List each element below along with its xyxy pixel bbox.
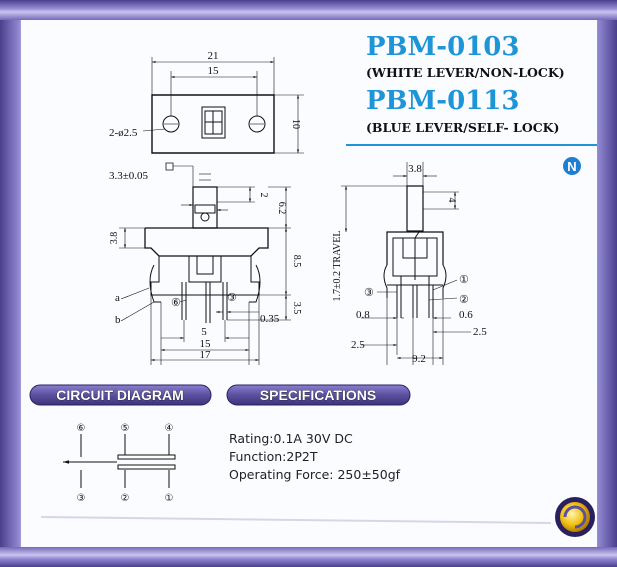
spec-rating: Rating:0.1A 30V DC bbox=[229, 431, 353, 446]
label-b: b bbox=[115, 314, 121, 326]
datasheet-panel: PBM-0103 (WHITE LEVER/NON-LOCK) PBM-0113… bbox=[21, 20, 597, 547]
spec-operating-force: Operating Force: 250±50gf bbox=[229, 467, 401, 482]
circuit-diagram-heading: CIRCUIT DIAGRAM bbox=[30, 385, 211, 405]
dim-front-0-35: 0.35 bbox=[260, 313, 280, 325]
circuit-pin-5: ⑤ bbox=[121, 423, 130, 434]
label-a: a bbox=[115, 292, 120, 304]
circuit-pin-3: ③ bbox=[77, 493, 86, 504]
dim-side-0-6: 0.6 bbox=[459, 309, 473, 321]
dim-side-0-8: 0.8 bbox=[356, 309, 370, 321]
company-logo-icon bbox=[555, 497, 595, 537]
svg-text:CIRCUIT DIAGRAM: CIRCUIT DIAGRAM bbox=[56, 387, 184, 403]
side-pin-1-label: ① bbox=[459, 274, 469, 286]
side-view-drawing bbox=[341, 162, 471, 365]
dim-travel: 1.7±0.2 TRAVEL bbox=[332, 231, 343, 302]
svg-text:SPECIFICATIONS: SPECIFICATIONS bbox=[260, 387, 376, 403]
circuit-pin-1: ① bbox=[165, 493, 174, 504]
dim-side-2-5-left: 2.5 bbox=[351, 339, 365, 351]
specifications-heading: SPECIFICATIONS bbox=[227, 385, 410, 405]
circuit-pin-4: ④ bbox=[165, 423, 174, 434]
dim-top-tab: 3.3±0.05 bbox=[109, 170, 149, 182]
pin-6-label: ⑥ bbox=[171, 297, 181, 309]
dim-top-10: 10 bbox=[290, 119, 301, 129]
pin-3-label: ③ bbox=[227, 292, 237, 304]
dim-front-6-2: 6.2 bbox=[276, 202, 287, 215]
model-note-pbm-0113: (BLUE LEVER/SELF- LOCK) bbox=[366, 120, 559, 135]
dim-front-15: 15 bbox=[200, 338, 212, 350]
dim-front-5: 5 bbox=[201, 326, 207, 338]
front-view-drawing bbox=[119, 163, 291, 365]
dim-front-3-5: 3.5 bbox=[291, 302, 302, 315]
model-title-pbm-0103: PBM-0103 bbox=[366, 32, 519, 62]
model-title-pbm-0113: PBM-0113 bbox=[366, 86, 519, 116]
dim-side-4: 4 bbox=[446, 198, 457, 203]
svg-text:N: N bbox=[567, 159, 576, 174]
datasheet-drawing: PBM-0103 (WHITE LEVER/NON-LOCK) PBM-0113… bbox=[21, 32, 597, 537]
dim-top-21: 21 bbox=[208, 50, 219, 62]
dim-holes: 2-ø2.5 bbox=[109, 127, 138, 139]
top-view-drawing bbox=[143, 57, 304, 153]
dim-side-2-5-right: 2.5 bbox=[473, 326, 487, 338]
dim-side-9-2: 9.2 bbox=[412, 353, 426, 365]
circuit-diagram bbox=[63, 434, 175, 488]
circuit-pin-2: ② bbox=[121, 493, 130, 504]
circuit-pin-6: ⑥ bbox=[77, 423, 86, 434]
side-pin-2-label: ② bbox=[459, 294, 469, 306]
dim-front-2: 2 bbox=[258, 193, 269, 198]
dim-side-3-8: 3.8 bbox=[408, 163, 422, 175]
dim-front-17: 17 bbox=[200, 349, 212, 361]
dim-front-8-5: 8.5 bbox=[291, 255, 302, 268]
n-badge-icon: N bbox=[563, 157, 581, 175]
model-note-pbm-0103: (WHITE LEVER/NON-LOCK) bbox=[366, 65, 565, 80]
side-pin-3-label: ③ bbox=[364, 287, 374, 299]
dim-front-3-8: 3.8 bbox=[109, 232, 120, 245]
spec-function: Function:2P2T bbox=[229, 449, 318, 464]
faint-divider bbox=[41, 517, 551, 523]
dim-top-15: 15 bbox=[208, 65, 220, 77]
